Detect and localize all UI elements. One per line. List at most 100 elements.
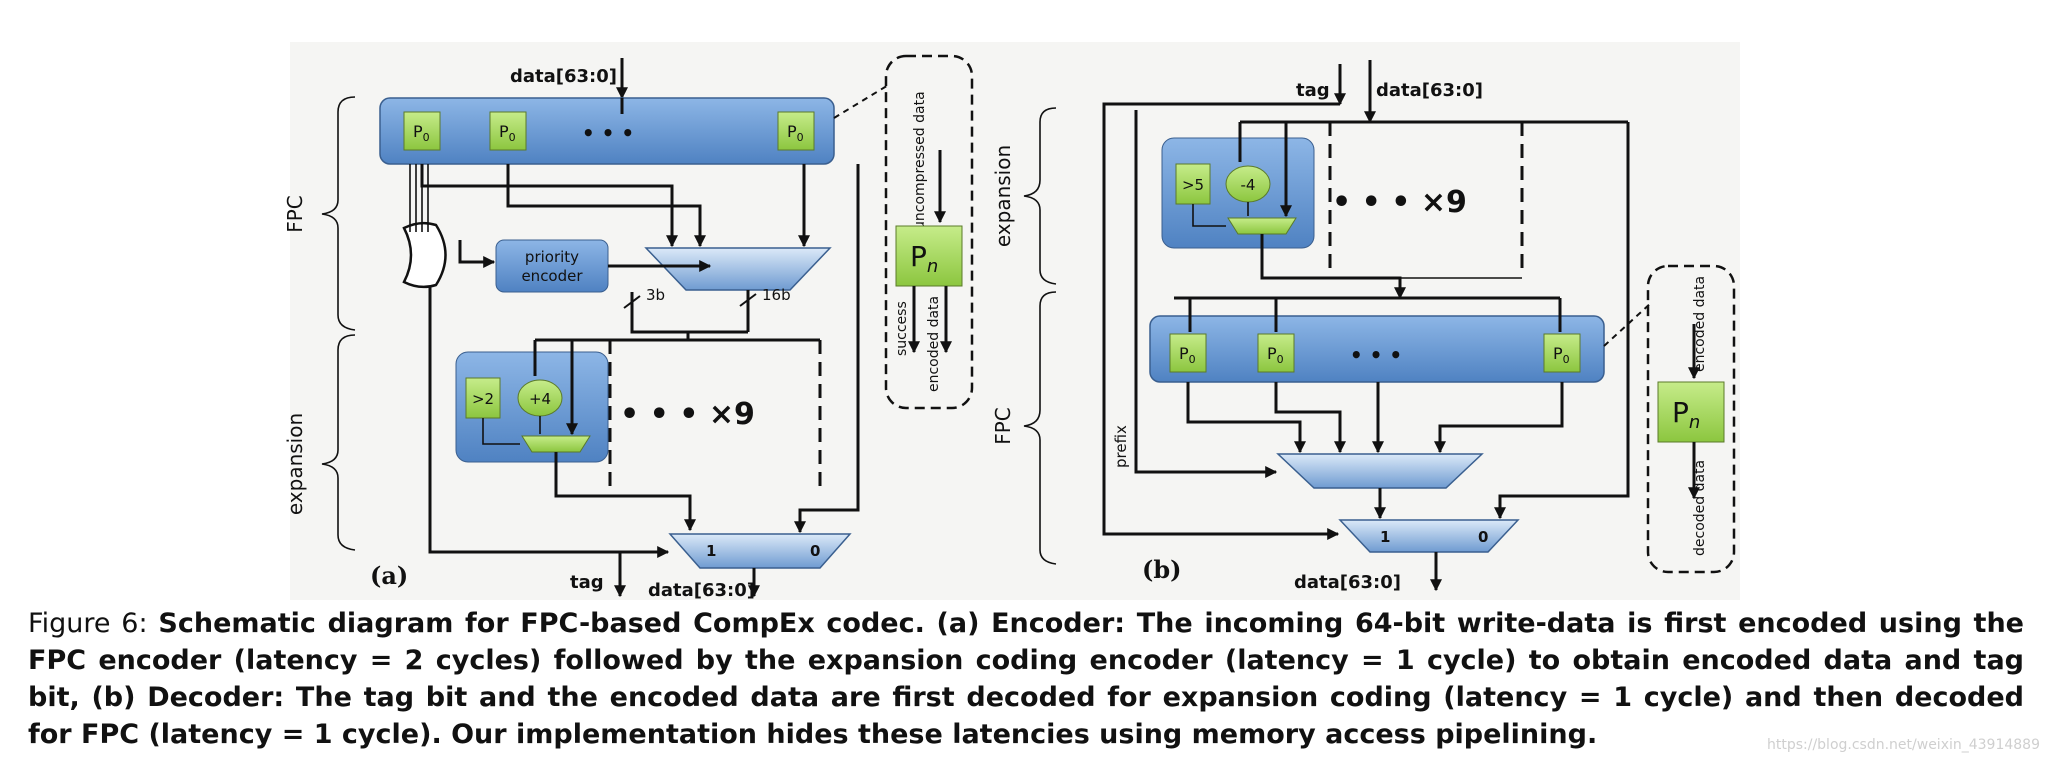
decoder-p0-block-3 <box>1543 333 1581 373</box>
decoder-stage-expansion-label: expansion <box>991 145 1015 247</box>
svg-text:P0: P0 <box>413 122 430 144</box>
decoder-cmp-label: >5 <box>1182 176 1204 194</box>
encoder-p0-block-2 <box>489 111 527 151</box>
decoder-outmux-in-1: 1 <box>1380 528 1390 546</box>
decoder-p0-label-2: P <box>1267 344 1277 363</box>
encoder-repeat-label: • • • ×9 <box>620 397 755 432</box>
encoder-bus-3b-slash <box>623 295 641 309</box>
encoder-expansion-to-outmux <box>554 452 696 532</box>
encoder-p0-label-1: P <box>413 122 423 141</box>
encoder-outmux-in-0: 0 <box>810 542 820 560</box>
svg-text:Pn: Pn <box>1672 396 1700 433</box>
svg-text:P0: P0 <box>1267 344 1284 366</box>
decoder-sub-label: -4 <box>1241 176 1256 194</box>
svg-text:P0: P0 <box>787 122 804 144</box>
encoder-p0-2-to-mux <box>506 164 706 248</box>
decoder-p0-1-to-mux <box>1186 382 1306 454</box>
decoder-input-data-label: data[63:0] <box>1376 80 1483 101</box>
encoder-pn-detail <box>884 54 974 410</box>
encoder-pn-label: P <box>910 240 927 273</box>
encoder-bus-16b-slash <box>739 293 757 307</box>
encoder-expansion-internal <box>482 416 541 445</box>
decoder-output-mux <box>1338 519 1520 553</box>
decoder-prefix-label: prefix <box>1112 425 1130 468</box>
decoder-tag-to-outmux <box>1102 102 1340 540</box>
encoder-bus-3b-label: 3b <box>646 286 665 304</box>
decoder-detail-input-label: encoded data <box>1692 276 1708 372</box>
decoder-pn-sub: n <box>1689 412 1700 433</box>
encoder-or-gate <box>402 221 447 289</box>
encoder-or-gate-inputs <box>409 164 429 232</box>
decoder-p0-block-2 <box>1257 333 1295 373</box>
encoder-bus-16b-label: 16b <box>762 286 791 304</box>
caption-figure-label: Figure 6: <box>28 608 148 639</box>
encoder-output-tag-label: tag <box>570 572 604 593</box>
decoder-repeat-label: • • • ×9 <box>1332 185 1467 220</box>
encoder-p0-sub-2: 0 <box>509 131 516 144</box>
encoder-p0-sub-3: 0 <box>797 131 804 144</box>
encoder-p0-ellipsis: • • • <box>582 121 634 145</box>
decoder-input-tag-label: tag <box>1296 80 1330 101</box>
encoder-success-to-outmux <box>428 286 670 558</box>
decoder-p0-label-3: P <box>1553 344 1563 363</box>
encoder-outmux-in-1: 1 <box>706 542 716 560</box>
decoder-outmux-in-0: 0 <box>1478 528 1488 546</box>
encoder-output-mux <box>668 533 852 569</box>
decoder-expansion-inputs <box>1238 122 1286 216</box>
caption-text: Schematic diagram for FPC-based CompEx c… <box>28 608 2024 750</box>
decoder-pn-detail <box>1646 264 1736 574</box>
encoder-panel-label: (a) <box>370 561 408 590</box>
decoder-p0-sub-2: 0 <box>1277 353 1284 366</box>
decoder-bypass-to-outmux <box>1494 122 1630 520</box>
decoder-cmp-block <box>1175 163 1211 205</box>
encoder-p0-1-to-mux <box>420 164 678 248</box>
decoder-prefix-line <box>1134 110 1278 478</box>
encoder-fpc-brace <box>321 96 356 331</box>
svg-text:Pn: Pn <box>910 240 938 277</box>
encoder-fpc-bypass-to-outmux <box>794 164 860 534</box>
priority-encoder-label-1: priority <box>525 248 579 266</box>
figure-caption: Figure 6: Schematic diagram for FPC-base… <box>28 605 2024 753</box>
encoder-p0-block-1 <box>403 111 441 151</box>
encoder-detail-output-label: encoded data <box>926 296 942 392</box>
decoder-stage-fpc-label: FPC <box>991 407 1015 445</box>
encoder-p0-label-2: P <box>499 122 509 141</box>
decoder-expansion-brace <box>1023 107 1057 285</box>
decoder-p0-label-1: P <box>1179 344 1189 363</box>
decoder-panel: tag data[63:0] expansion FPC >5 -4 • • •… <box>991 60 1736 593</box>
encoder-input-label: data[63:0] <box>510 66 617 87</box>
encoder-add-label: +4 <box>529 390 551 408</box>
decoder-expansion-internal <box>1192 202 1249 227</box>
svg-text:P0: P0 <box>499 122 516 144</box>
decoder-p0-3-to-mux <box>1434 382 1564 454</box>
encoder-p0-block-3 <box>777 111 815 151</box>
decoder-p0-block-1 <box>1169 333 1207 373</box>
decoder-output-data-label: data[63:0] <box>1294 572 1401 593</box>
encoder-output-data-label: data[63:0] <box>648 580 755 600</box>
encoder-expansion-brace <box>321 334 356 551</box>
encoder-expansion-mux <box>521 435 591 453</box>
decoder-p0-ellipsis: • • • <box>1350 343 1402 367</box>
decoder-p0-2-to-mux <box>1274 382 1346 454</box>
encoder-p0-sub-1: 0 <box>423 131 430 144</box>
watermark: https://blog.csdn.net/weixin_43914889 <box>1766 737 2040 753</box>
encoder-cmp-label: >2 <box>472 390 494 408</box>
encoder-detail-success-label: success <box>894 301 910 356</box>
priority-encoder-label-2: encoder <box>521 267 583 285</box>
svg-text:P0: P0 <box>1179 344 1196 366</box>
decoder-expansion-mux <box>1227 217 1297 235</box>
decoder-pn-block <box>1657 381 1725 443</box>
decoder-detail-output-label: decoded data <box>1692 460 1708 556</box>
encoder-detail-input-label: uncompressed data <box>912 91 928 230</box>
encoder-stage-fpc-label: FPC <box>283 195 307 233</box>
encoder-pn-sub: n <box>927 256 938 277</box>
decoder-bank-inputs <box>1174 296 1562 332</box>
compex-codec-schematic: data[63:0] FPC expansion P0 P0 P0 • • • … <box>283 42 1740 600</box>
decoder-panel-label: (b) <box>1142 555 1182 584</box>
encoder-fpc-mux <box>644 247 832 291</box>
encoder-stage-expansion-label: expansion <box>283 413 307 515</box>
encoder-pn-block <box>895 225 963 287</box>
or-to-priority-encoder <box>458 240 496 268</box>
decoder-fpc-brace <box>1023 291 1057 565</box>
encoder-p0-label-3: P <box>787 122 797 141</box>
